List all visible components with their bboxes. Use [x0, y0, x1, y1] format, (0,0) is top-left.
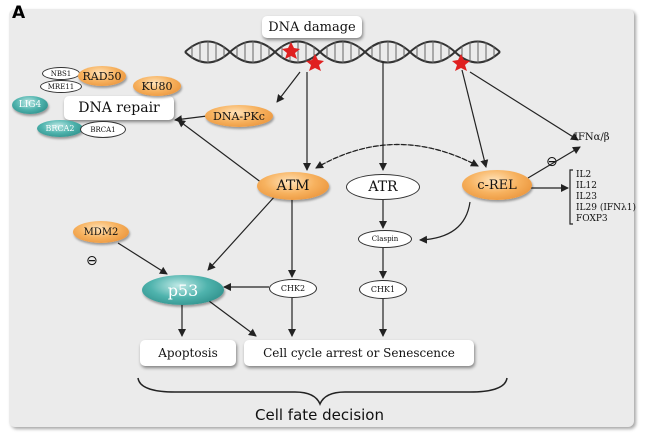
damage-marks — [282, 42, 470, 71]
cytokine-item: IL29 (IFNλ1) — [576, 203, 636, 213]
cytokine-item: IL12 — [576, 181, 597, 191]
crel-inhibit-symbol: ⊖ — [546, 154, 558, 170]
arrows — [117, 62, 581, 337]
dna-helix — [184, 40, 501, 64]
arrow-crel-to-ifn — [527, 146, 581, 179]
arrow-atm-to-p53 — [207, 194, 277, 271]
arrow-crel-to-atm — [315, 143, 479, 169]
arrow-crel-to-claspin — [419, 201, 471, 244]
ku80-node: KU80 — [133, 76, 181, 96]
panel-label: A — [12, 3, 26, 23]
chk1-node: CHK1 — [359, 280, 407, 299]
arrow-dna-to-crel — [461, 69, 489, 168]
arrow-atm-to-repair — [177, 119, 263, 184]
arrow-dna-to-ifn — [469, 71, 579, 141]
cytokine-item: FOXP3 — [576, 214, 608, 224]
mdm2-inhibit-symbol: ⊖ — [86, 253, 98, 269]
mre11-node: MRE11 — [40, 80, 82, 93]
brca2-node: BRCA2 — [37, 120, 83, 137]
cytokine-item: IL23 — [576, 192, 597, 202]
damage-mark — [282, 42, 300, 59]
damage-mark — [306, 54, 324, 71]
p53-node: p53 — [142, 275, 224, 305]
cell-fate-label: Cell fate decision — [255, 406, 384, 424]
damage-mark — [452, 54, 470, 71]
arrow-dna-to-dnapkc — [276, 71, 301, 103]
dna-repair-box: DNA repair — [64, 96, 174, 120]
cytokine-bracket — [569, 169, 573, 225]
rad50-node: RAD50 — [78, 66, 126, 86]
crel-node: c-REL — [462, 170, 532, 200]
nbs1-node: NBS1 — [42, 67, 80, 80]
ifn-label: IFNα/β — [574, 132, 610, 143]
chk2-node: CHK2 — [269, 279, 317, 298]
cell-fate-brace — [137, 377, 508, 406]
arrow-mdm2-to-p53 — [117, 242, 168, 275]
cytokine-list: IL2 IL12 IL23 IL29 (IFNλ1) FOXP3 — [576, 170, 636, 225]
arrow-dnapkc-to-repair — [174, 115, 208, 124]
dnapkc-node: DNA-PKc — [205, 105, 273, 127]
cytokine-item: IL2 — [576, 170, 592, 180]
arrow-p53-to-cellcycle — [204, 297, 257, 337]
dna-damage-box: DNA damage — [262, 16, 362, 38]
mdm2-node: MDM2 — [73, 221, 129, 243]
atr-node: ATR — [346, 174, 420, 200]
claspin-node: Claspin — [358, 230, 412, 248]
apoptosis-box: Apoptosis — [140, 340, 236, 366]
atm-node: ATM — [257, 172, 329, 200]
lig4-node: LIG4 — [12, 96, 48, 114]
brca1-node: BRCA1 — [80, 121, 126, 138]
cell-cycle-box: Cell cycle arrest or Senescence — [244, 340, 474, 366]
